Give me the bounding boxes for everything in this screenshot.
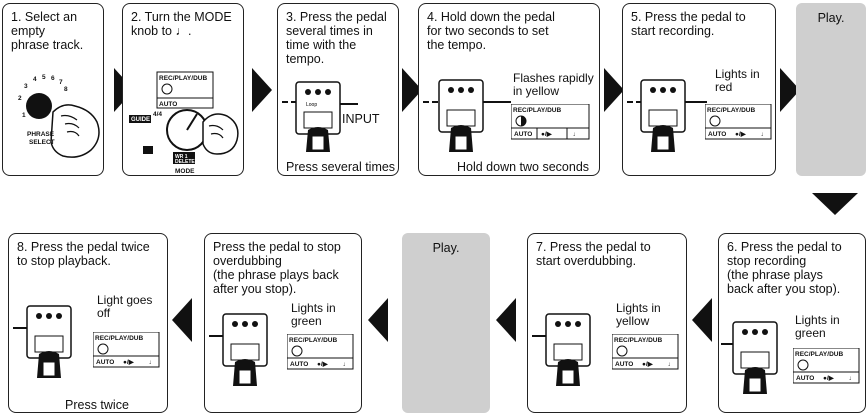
arrow-right-5 bbox=[780, 68, 800, 112]
step-6-callout: Lights in green bbox=[795, 313, 840, 340]
step-7-panel: 7. Press the pedal to start overdubbing.… bbox=[527, 233, 687, 413]
step-6-text: 6. Press the pedal to stop recording (th… bbox=[727, 240, 842, 296]
indicator-box-5: REC/PLAY/DUB AUTO ●/▶ ♩ bbox=[705, 104, 772, 140]
step-6-panel: 6. Press the pedal to stop recording (th… bbox=[718, 233, 866, 413]
arrow-left-4 bbox=[692, 298, 712, 342]
svg-text:WR 1: WR 1 bbox=[175, 154, 188, 160]
phrase-select-dial-illustration: 4 5 6 7 8 3 2 1 PHRASE SELECT bbox=[18, 74, 100, 158]
dial-num-3: 3 bbox=[24, 83, 28, 90]
input-caption: INPUT bbox=[342, 112, 380, 126]
pedal-illustration-5 bbox=[627, 79, 707, 152]
svg-text:AUTO: AUTO bbox=[708, 131, 726, 138]
step-5-callout: Lights in red bbox=[715, 67, 760, 94]
press-several-caption: Press several times bbox=[286, 160, 396, 174]
svg-text:AUTO: AUTO bbox=[796, 375, 814, 382]
phrase-select-label-2: SELECT bbox=[29, 139, 55, 146]
arrow-left-3 bbox=[496, 298, 516, 342]
arrow-left-2 bbox=[368, 298, 388, 342]
pedal-illustration-4 bbox=[423, 79, 511, 152]
svg-text:AUTO: AUTO bbox=[96, 359, 114, 366]
dial-num-8: 8 bbox=[64, 86, 68, 93]
svg-text:DELETE: DELETE bbox=[175, 159, 195, 165]
arrow-right-2 bbox=[252, 68, 272, 112]
mode-label: MODE bbox=[175, 168, 195, 175]
arrow-right-3 bbox=[402, 68, 422, 112]
svg-text:REC/PLAY/DUB: REC/PLAY/DUB bbox=[95, 335, 143, 342]
svg-text:●/▶: ●/▶ bbox=[123, 359, 135, 366]
svg-text:AUTO: AUTO bbox=[514, 131, 532, 138]
step-3-text: 3. Press the pedal several times in time… bbox=[286, 10, 387, 66]
svg-text:●/▶: ●/▶ bbox=[642, 361, 654, 368]
svg-text:REC/PLAY/DUB: REC/PLAY/DUB bbox=[707, 107, 755, 114]
step-2-panel: 2. Turn the MODE knob to ♩. REC/PLAY/DUB… bbox=[122, 3, 244, 176]
dial-num-1: 1 bbox=[22, 112, 26, 119]
arrow-left-1 bbox=[172, 298, 192, 342]
step-1-panel: 1. Select an empty phrase track. 4 5 6 7… bbox=[2, 3, 104, 176]
svg-text:REC/PLAY/DUB: REC/PLAY/DUB bbox=[289, 337, 337, 344]
mode-knob-illustration: REC/PLAY/DUB AUTO GUIDE 4/4 WR 1 DELETE … bbox=[129, 71, 239, 175]
play-top-panel: Play. bbox=[796, 3, 866, 176]
step-stop-overdub-callout: Lights in green bbox=[291, 301, 336, 328]
dial-num-2: 2 bbox=[18, 95, 22, 102]
step-8-panel: 8. Press the pedal twice to stop playbac… bbox=[8, 233, 168, 413]
svg-text:♩: ♩ bbox=[343, 361, 350, 368]
svg-text:AUTO: AUTO bbox=[615, 361, 633, 368]
svg-text:AUTO: AUTO bbox=[290, 361, 308, 368]
svg-text:♩: ♩ bbox=[573, 131, 580, 138]
dial-num-5: 5 bbox=[42, 74, 46, 81]
svg-text:REC/PLAY/DUB: REC/PLAY/DUB bbox=[795, 351, 843, 358]
svg-text:♩: ♩ bbox=[149, 359, 156, 366]
dial-num-6: 6 bbox=[51, 75, 55, 82]
step-stop-overdub-panel: Press the pedal to stop overdubbing (the… bbox=[204, 233, 362, 413]
svg-text:♩: ♩ bbox=[849, 375, 856, 382]
indicator-box-stop-overdub: REC/PLAY/DUB AUTO ●/▶ ♩ bbox=[287, 334, 354, 370]
pedal-illustration-3: Loop bbox=[282, 81, 358, 152]
svg-text:●/▶: ●/▶ bbox=[541, 131, 553, 138]
indicator-box-4: REC/PLAY/DUB AUTO ●/▶ ♩ bbox=[511, 104, 590, 140]
auto-label: AUTO bbox=[159, 101, 177, 108]
svg-text:●/▶: ●/▶ bbox=[735, 131, 747, 138]
pedal-illustration-stop-overdub bbox=[209, 313, 268, 386]
step-7-callout: Lights in yellow bbox=[616, 301, 661, 328]
step-7-text: 7. Press the pedal to start overdubbing. bbox=[536, 240, 651, 268]
svg-text:♩: ♩ bbox=[761, 131, 768, 138]
step-5-panel: 5. Press the pedal to start recording. L… bbox=[622, 3, 776, 176]
four-four-label: 4/4 bbox=[153, 111, 162, 118]
arrow-down bbox=[812, 193, 858, 215]
press-twice-caption: Press twice bbox=[65, 398, 129, 412]
svg-text:●/▶: ●/▶ bbox=[317, 361, 329, 368]
indicator-box-7: REC/PLAY/DUB AUTO ●/▶ ♩ bbox=[612, 334, 679, 370]
step-2-text: 2. Turn the MODE knob to ♩. bbox=[131, 10, 232, 38]
phrase-select-label-1: PHRASE bbox=[27, 131, 55, 138]
guide-label: GUIDE bbox=[131, 117, 150, 123]
step-5-text: 5. Press the pedal to start recording. bbox=[631, 10, 746, 38]
step-8-text: 8. Press the pedal twice to stop playbac… bbox=[17, 240, 150, 268]
pedal-illustration-7 bbox=[532, 313, 591, 386]
play-bottom-panel: Play. bbox=[402, 233, 490, 413]
arrow-right-4 bbox=[604, 68, 624, 112]
step-4-text: 4. Hold down the pedal for two seconds t… bbox=[427, 10, 555, 52]
step-3-panel: 3. Press the pedal several times in time… bbox=[277, 3, 399, 176]
indicator-box-6: REC/PLAY/DUB AUTO ●/▶ ♩ bbox=[793, 348, 860, 384]
step-4-panel: 4. Hold down the pedal for two seconds t… bbox=[418, 3, 600, 176]
svg-text:REC/PLAY/DUB: REC/PLAY/DUB bbox=[513, 107, 561, 114]
play-top-text: Play. bbox=[817, 11, 845, 25]
dial-num-4: 4 bbox=[33, 76, 37, 83]
pedal-illustration-8 bbox=[13, 305, 72, 378]
play-bottom-text: Play. bbox=[432, 241, 460, 255]
step-1-text: 1. Select an empty phrase track. bbox=[11, 10, 84, 52]
rec-play-dub-label: REC/PLAY/DUB bbox=[159, 75, 207, 82]
svg-text:●/▶: ●/▶ bbox=[823, 375, 835, 382]
svg-text:REC/PLAY/DUB: REC/PLAY/DUB bbox=[614, 337, 662, 344]
svg-text:♩: ♩ bbox=[668, 361, 675, 368]
svg-text:Loop: Loop bbox=[306, 102, 317, 108]
pedal-illustration-6 bbox=[721, 321, 778, 394]
step-8-callout: Light goes off bbox=[97, 293, 153, 320]
dial-num-7: 7 bbox=[59, 79, 63, 86]
indicator-box-8: REC/PLAY/DUB AUTO ●/▶ ♩ bbox=[93, 332, 160, 368]
step-4-callout: Flashes rapidly in yellow bbox=[513, 71, 594, 98]
step-stop-overdub-text: Press the pedal to stop overdubbing (the… bbox=[213, 240, 341, 296]
hold-two-seconds-caption: Hold down two seconds bbox=[457, 160, 590, 174]
